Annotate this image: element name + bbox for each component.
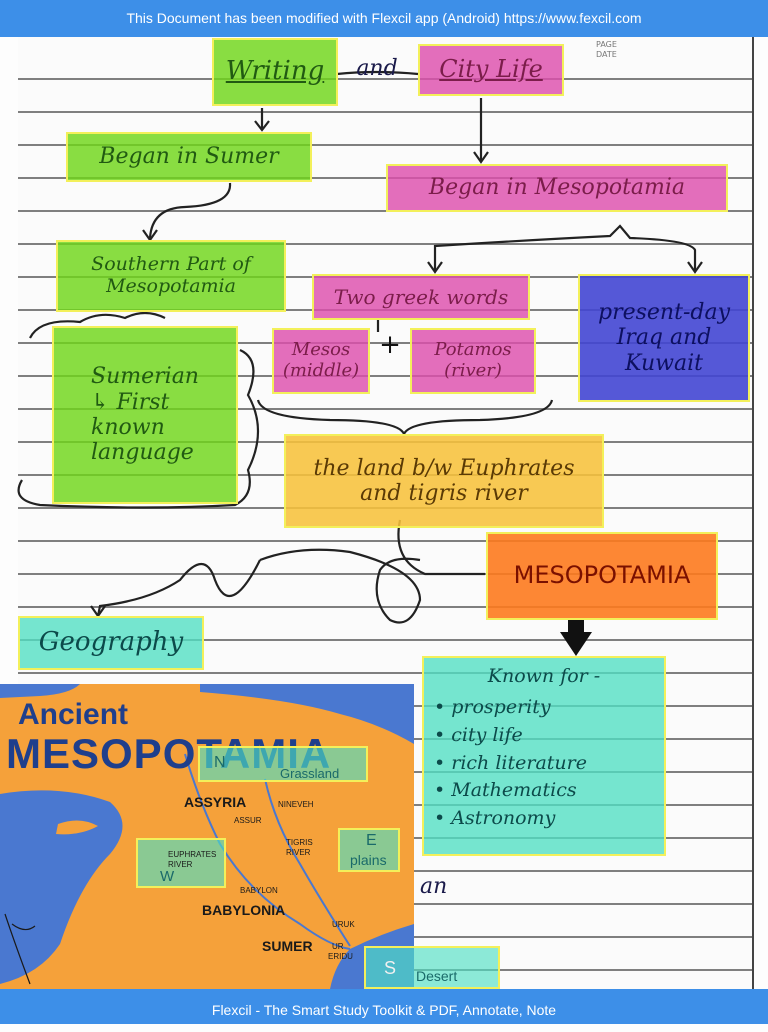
west-letter: W [160,868,175,885]
label-eridu: ERIDU [328,952,353,961]
arrow-to-geography [96,559,261,617]
ruled-line [18,606,752,608]
brace-land [256,399,554,437]
ruled-line [18,408,752,410]
known-for-item: city life [434,724,523,747]
sumerian-cloud [17,311,260,509]
ruled-line [18,573,752,575]
bottom-banner: Flexcil - The Smart Study Toolkit & PDF,… [0,989,768,1024]
note-plus: + [379,330,401,361]
mesopotamia-map: Ancient MESOPOTAMIA ASSYRIA NINEVEH ASSU… [0,684,414,989]
note-city-life: City Life [418,44,564,96]
note-sumerian: Sumerian ↳ First known language [52,326,238,504]
mediterranean-sea [0,790,123,984]
label-sumer: SUMER [262,938,313,954]
ruled-line [18,672,752,674]
label-assyria: ASSYRIA [184,794,247,810]
ruled-line [18,144,752,146]
page-label: PAGE [596,40,617,49]
note-writing: Writing [212,38,338,106]
arrow-sumer-southern [148,182,232,239]
arrowhead-writing-sumer [254,120,270,132]
top-banner: This Document has been modified with Fle… [0,0,768,37]
label-assur: ASSUR [234,816,262,825]
ruled-line [18,111,752,113]
known-for-item: Astronomy [434,807,555,830]
east-text: plains [350,852,387,868]
note-land-between: the land b/w Euphrates and tigris river [284,434,604,528]
note-present-day: present-day Iraq and Kuwait [578,274,750,402]
arrowhead-greek [427,261,443,274]
loop-arrow [259,548,422,624]
tree-decoration [4,913,36,985]
arrowhead-iraq [687,261,703,274]
label-euphrates: EUPHRATES RIVER [168,850,217,869]
note-began-sumer: Began in Sumer [66,132,312,182]
note-began-mesopotamia: Began in Mesopotamia [386,164,728,212]
overlay-west: EUPHRATES RIVER W [136,838,226,888]
sea-top-right [200,684,414,744]
arrow-land-mesopotamia [397,519,485,576]
known-for-item: Mathematics [434,780,576,802]
date-stamp: PAGE DATE [596,40,617,60]
map-title-ancient: Ancient [18,698,129,731]
ruled-line [18,639,752,641]
note-known-for: Known for - prosperity city life rich li… [422,656,666,856]
ruled-line [18,375,752,377]
note-mesopotamia: MESOPOTAMIA [486,532,718,620]
arrowhead-city-mesopotamia [473,151,489,164]
overlay-south-ext: Desert [414,946,500,989]
arrow-mesopotamia-known [560,620,592,656]
ruled-line [18,540,752,542]
note-potamos: Potamos (river) [410,328,536,394]
ruled-line [18,210,752,212]
north-letter: N [214,754,226,771]
ruled-line [18,78,752,80]
label-babylon: BABYLON [240,886,278,895]
known-for-heading: Known for - [487,665,601,687]
note-mesos: Mesos (middle) [272,328,370,394]
note-two-greek-words: Two greek words [312,274,530,320]
ruled-line [18,177,752,179]
overlay-north: N Grassland [198,746,368,782]
note-southern-part: Southern Part of Mesopotamia [56,240,286,312]
euphrates-river-line [184,753,351,950]
known-for-item: prosperity [434,696,550,719]
east-letter: E [366,832,377,849]
label-babylonia: BABYLONIA [202,902,286,918]
sea-top-left [0,684,80,698]
ruled-line [18,342,752,344]
cyprus-island [56,820,98,835]
south-text: Desert [416,968,458,984]
label-nineveh: NINEVEH [278,800,314,809]
north-text: Grassland [280,766,340,781]
south-letter: S [384,958,397,978]
overlay-south: S [364,946,414,989]
label-uruk: URUK [332,920,355,929]
label-ur: UR [332,942,344,951]
tigris-river-line [264,778,351,947]
note-geography: Geography [18,616,204,670]
overlay-east: E plains [338,828,400,872]
label-tigris: TIGRIS RIVER [286,838,313,857]
partial-handwriting: an [420,874,448,899]
date-label: DATE [596,50,617,59]
known-for-item: rich literature [434,752,587,775]
ruled-line [18,243,752,245]
note-and: and [356,56,398,82]
map-shapes [0,684,414,989]
writing-city-link [336,70,419,76]
brace-mesopotamia [433,224,697,270]
